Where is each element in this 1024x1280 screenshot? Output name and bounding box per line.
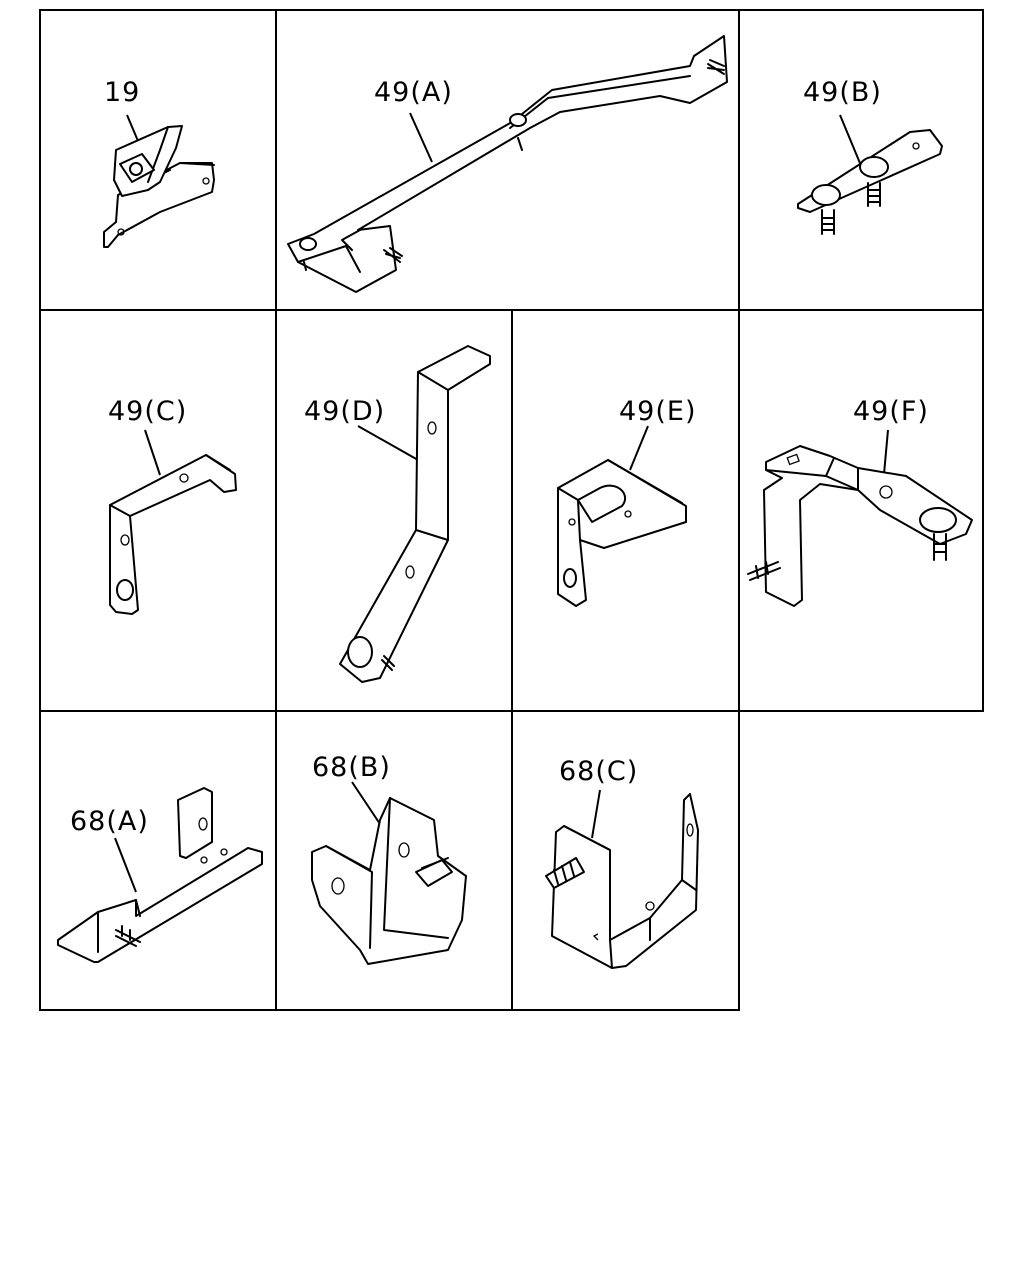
part-49d-cell: 49(D) <box>304 345 491 683</box>
part-49a-label: 49(A) <box>374 77 453 108</box>
bracket-49b-drawing <box>797 129 943 235</box>
part-49f-label: 49(F) <box>853 396 929 427</box>
part-68a-cell: 68(A) <box>57 787 263 963</box>
part-49a-cell: 49(A) <box>287 35 728 293</box>
part-49b-cell: 49(B) <box>797 77 943 235</box>
grid-frame <box>39 9 984 1011</box>
part-68b-leader <box>351 781 381 825</box>
bracket-68a-drawing <box>57 787 263 963</box>
part-68b-label: 68(B) <box>312 752 391 783</box>
part-68a-label: 68(A) <box>70 806 149 837</box>
part-19-label: 19 <box>104 77 140 108</box>
part-49c-label: 49(C) <box>108 396 187 427</box>
part-68c-label: 68(C) <box>559 756 638 787</box>
part-19-cell: 19 <box>103 77 215 248</box>
part-49b-leader <box>839 114 863 169</box>
bracket-49d-drawing <box>339 345 491 683</box>
part-68a-leader <box>114 837 137 893</box>
part-49a-leader <box>409 112 433 163</box>
bracket-49a-drawing <box>287 35 728 293</box>
part-49e-cell: 49(E) <box>557 396 696 607</box>
part-49c-leader <box>144 429 161 476</box>
part-68b-cell: 68(B) <box>311 752 467 965</box>
bracket-68b-drawing <box>311 797 467 965</box>
bracket-49c-drawing <box>109 454 237 615</box>
part-49f-cell: 49(F) <box>747 396 973 607</box>
part-49d-label: 49(D) <box>304 396 385 427</box>
bracket-49e-drawing <box>557 459 687 607</box>
part-49b-label: 49(B) <box>803 77 882 108</box>
part-49f-leader <box>883 429 889 475</box>
part-49e-label: 49(E) <box>619 396 696 427</box>
bracket-19-drawing <box>103 125 215 248</box>
part-68c-cell: 68(C) <box>545 756 699 969</box>
part-49e-leader <box>629 425 649 471</box>
part-68c-leader <box>591 789 601 839</box>
bracket-68c-drawing <box>545 793 699 969</box>
part-49c-cell: 49(C) <box>108 396 237 615</box>
part-49d-leader <box>357 425 419 461</box>
bracket-49f-drawing <box>747 445 973 607</box>
part-19-leader <box>126 114 139 142</box>
